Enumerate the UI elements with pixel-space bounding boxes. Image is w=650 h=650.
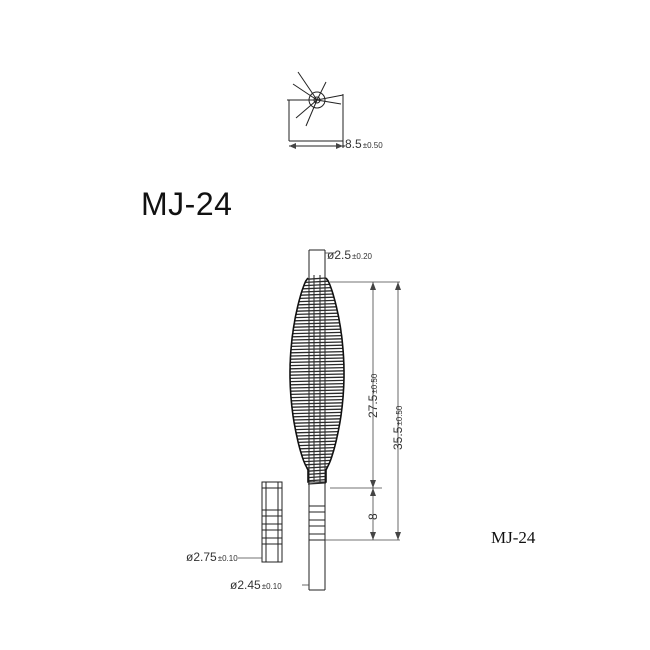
bristle-row: [305, 280, 329, 284]
dimension-shaft-diameter-bottom: ø2.45±0.10: [230, 578, 282, 592]
bristle-row: [303, 286, 331, 290]
dimension-total-length: 35.5±0.50: [391, 405, 405, 450]
bristle-row: [297, 437, 337, 440]
bristle-outline-left: [289, 277, 309, 483]
drawing-title: MJ-24: [141, 186, 233, 222]
dimension-shaft-diameter-top: ø2.5±0.20: [327, 248, 372, 262]
bristle-row: [300, 293, 334, 296]
bristle-row: [290, 366, 344, 370]
bristle-row: [293, 325, 341, 328]
model-label: MJ-24: [491, 528, 536, 547]
bristle-row: [293, 328, 341, 332]
bristle-row: [296, 309, 338, 312]
bristle-row: [307, 469, 327, 472]
bristle-row: [292, 411, 342, 415]
bristle-row: [290, 392, 344, 396]
bristle-row: [307, 277, 327, 280]
bristle-row: [289, 373, 345, 376]
bristle-row: [291, 402, 343, 405]
bristle-row: [296, 434, 338, 437]
bristle-row: [289, 370, 345, 373]
dimension-bristle-length: 27.5±0.50: [366, 373, 380, 418]
bristle-row: [304, 283, 330, 287]
bristle-outline-right: [325, 277, 345, 483]
bristle-row: [291, 344, 343, 348]
bristle-row: [293, 421, 341, 424]
bristle-row: [292, 414, 342, 418]
dimension-lower-length: 8: [366, 513, 380, 520]
bristle-row: [298, 302, 336, 306]
bristle-row: [300, 450, 334, 453]
bristle-row: [295, 315, 339, 319]
dimension-top-view-width: 8.5±0.50: [345, 137, 383, 151]
cap-piece: [261, 481, 283, 563]
top-view: [287, 71, 345, 148]
bristle-row: [290, 382, 344, 386]
bristle-row: [290, 357, 344, 360]
bristle-row: [290, 379, 344, 383]
bristle-row: [297, 440, 337, 444]
bristle-row: [290, 389, 344, 392]
bristle-row: [290, 350, 344, 354]
bristle-row: [291, 338, 343, 341]
dimension-cap-diameter: ø2.75±0.10: [186, 550, 238, 564]
bristle-row: [300, 296, 334, 300]
bristle-array: [289, 277, 345, 485]
bristle-row: [295, 430, 339, 434]
bristle-row: [295, 427, 339, 431]
dimension-arrows: [289, 143, 401, 540]
bristle-row: [292, 331, 342, 335]
bristle-row: [294, 318, 340, 322]
bristle-row: [294, 322, 340, 325]
bristle-row: [291, 398, 343, 402]
bristle-row: [292, 334, 342, 338]
bristle-row: [307, 482, 327, 485]
bristle-row: [290, 386, 344, 389]
bristle-row: [302, 456, 332, 460]
bristle-row: [294, 424, 340, 428]
bristle-row: [306, 466, 328, 469]
bristle-row: [290, 360, 344, 364]
bristle-row: [303, 459, 331, 463]
bristle-row: [299, 299, 335, 303]
bristle-row: [301, 453, 333, 456]
bristle-row: [290, 354, 344, 357]
bristle-row: [292, 408, 342, 412]
bristle-row: [307, 478, 327, 482]
bristle-row: [289, 376, 345, 380]
bristle-row: [307, 475, 327, 479]
bristle-row: [307, 472, 327, 476]
bristle-row: [290, 395, 344, 399]
bristle-row: [297, 306, 337, 309]
bristle-row: [299, 446, 335, 450]
bristle-row: [291, 341, 343, 344]
bristle-row: [304, 462, 330, 466]
bristle-row: [298, 443, 336, 447]
dimension-lines: [238, 252, 400, 586]
bristle-row: [293, 418, 341, 421]
bristle-row: [291, 405, 343, 408]
bristle-row: [301, 290, 333, 293]
bristle-row: [296, 312, 338, 316]
bristle-row: [290, 363, 344, 367]
bristle-row: [291, 347, 343, 351]
